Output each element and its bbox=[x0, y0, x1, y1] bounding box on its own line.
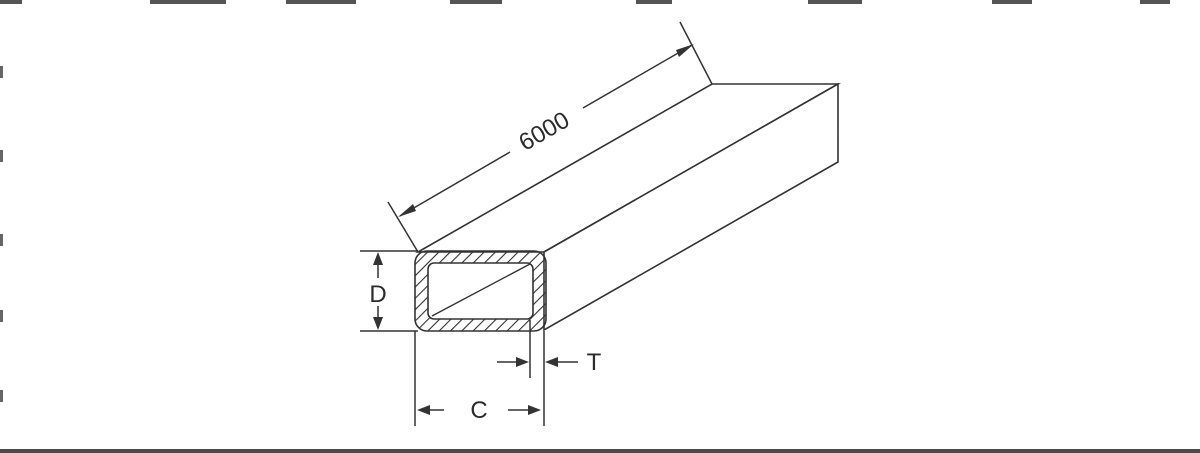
left-edge-marks bbox=[0, 66, 3, 402]
length-extension-line-left bbox=[387, 201, 419, 253]
length-label: 6000 bbox=[514, 106, 574, 156]
depth-label: D bbox=[369, 281, 386, 308]
thickness-dimension bbox=[497, 320, 578, 378]
width-dimension bbox=[414, 331, 545, 426]
top-cropped-strip bbox=[0, 0, 1170, 4]
length-extension-line-right bbox=[679, 21, 713, 85]
length-dimension-line-a bbox=[399, 151, 511, 217]
length-arrow-left bbox=[398, 204, 416, 217]
tube-cross-section bbox=[414, 250, 547, 332]
length-arrow-right bbox=[676, 44, 694, 57]
depth-dimension bbox=[360, 250, 418, 332]
length-dimension bbox=[387, 21, 713, 253]
width-label: C bbox=[470, 397, 487, 424]
thickness-label: T bbox=[587, 349, 602, 376]
length-dimension-line-b bbox=[582, 44, 693, 109]
bottom-border bbox=[0, 449, 1200, 453]
